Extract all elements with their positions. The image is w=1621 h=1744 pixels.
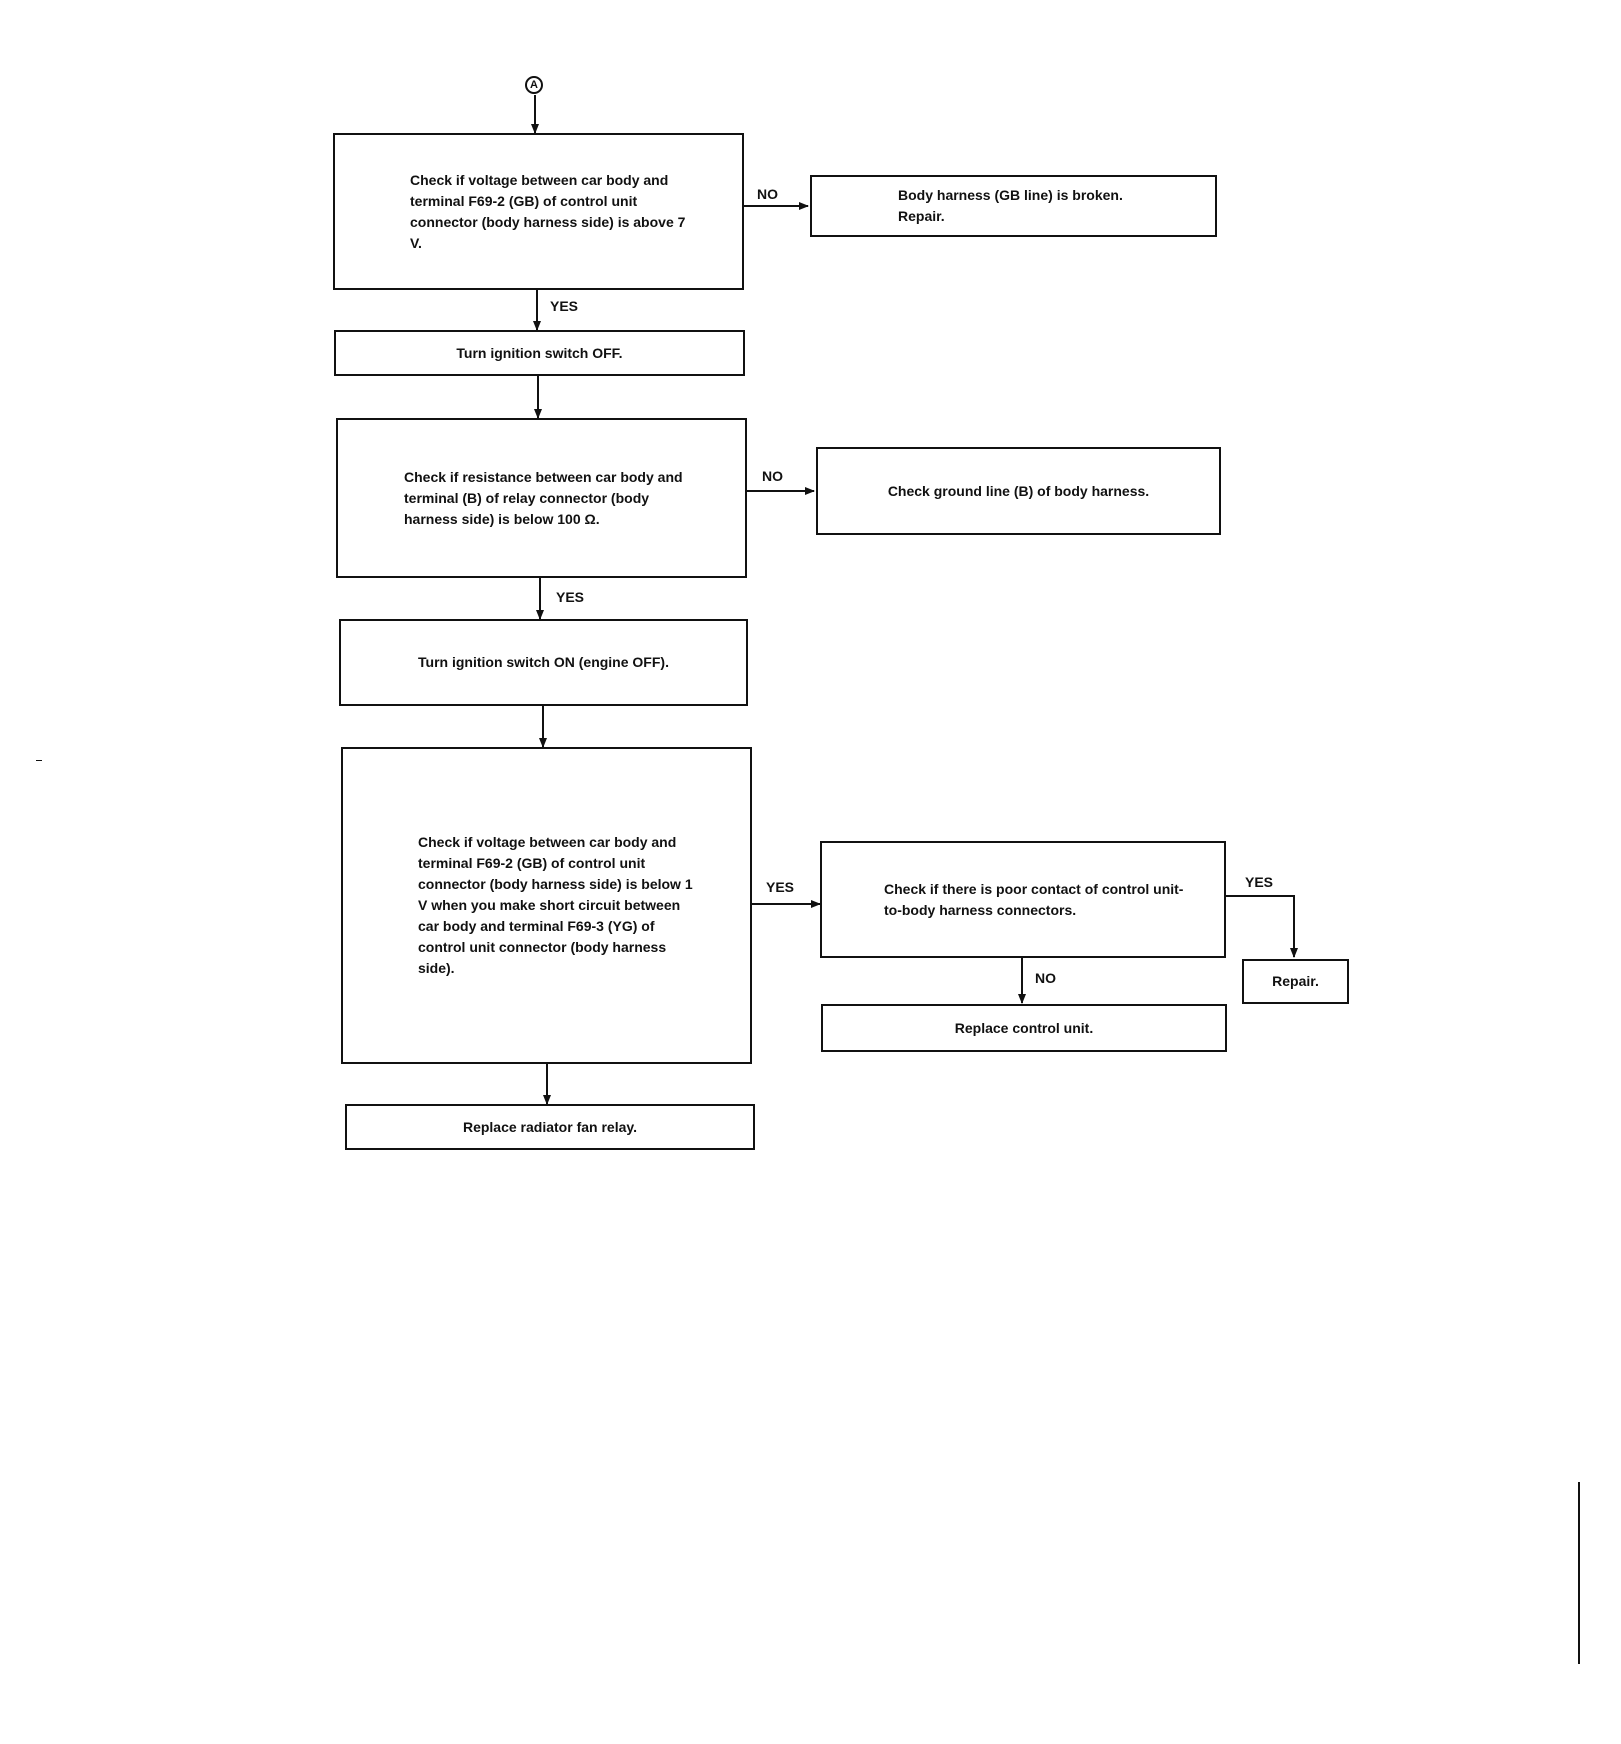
ignition-on-text: Turn ignition switch ON (engine OFF). bbox=[418, 654, 669, 670]
check-voltage-above-text: Check if voltage between car body and te… bbox=[410, 171, 686, 251]
label-yes-4: YES bbox=[1245, 874, 1274, 890]
repair-text: Repair. bbox=[1272, 973, 1319, 989]
harness-broken-text: Body harness (GB line) is broken. Repair… bbox=[898, 187, 1123, 224]
margin-tick bbox=[36, 760, 42, 761]
replace-relay-box: Replace radiator fan relay. bbox=[345, 1104, 755, 1150]
replace-relay-text: Replace radiator fan relay. bbox=[462, 1118, 638, 1135]
margin-rule bbox=[1578, 1482, 1580, 1664]
label-yes-2: YES bbox=[556, 589, 585, 605]
arrow-yes-to-repair bbox=[1226, 895, 1298, 958]
replace-control-unit-text: Replace control unit. bbox=[954, 1019, 1094, 1036]
ignition-on-box: Turn ignition switch ON (engine OFF). bbox=[339, 619, 748, 706]
check-resistance-text: Check if resistance between car body and… bbox=[404, 468, 683, 527]
label-no-1: NO bbox=[757, 186, 778, 202]
label-yes-1: YES bbox=[550, 298, 579, 314]
label-no-3: NO bbox=[1035, 970, 1056, 986]
check-poor-contact-box: Check if there is poor contact of contro… bbox=[820, 841, 1226, 958]
check-voltage-below-box: Check if voltage between car body and te… bbox=[341, 747, 752, 1064]
check-ground-box: Check ground line (B) of body harness. bbox=[816, 447, 1221, 535]
check-voltage-below-text: Check if voltage between car body and te… bbox=[418, 834, 693, 976]
check-resistance-box: Check if resistance between car body and… bbox=[336, 418, 747, 578]
check-voltage-above-box: Check if voltage between car body and te… bbox=[333, 133, 744, 290]
ignition-off-box: Turn ignition switch OFF. bbox=[334, 330, 745, 376]
label-no-2: NO bbox=[762, 468, 783, 484]
ignition-off-text: Turn ignition switch OFF. bbox=[456, 344, 623, 361]
connector-a: A bbox=[525, 76, 543, 94]
repair-box: Repair. bbox=[1242, 959, 1349, 1004]
check-poor-contact-text: Check if there is poor contact of contro… bbox=[884, 880, 1184, 918]
harness-broken-box: Body harness (GB line) is broken. Repair… bbox=[810, 175, 1217, 237]
check-ground-text: Check ground line (B) of body harness. bbox=[887, 482, 1150, 499]
replace-control-unit-box: Replace control unit. bbox=[821, 1004, 1227, 1052]
label-yes-3: YES bbox=[766, 879, 795, 895]
